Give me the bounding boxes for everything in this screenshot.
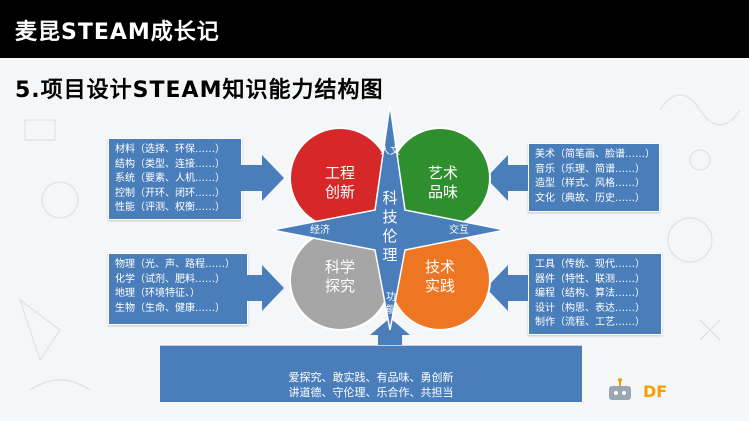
left-bottom-arrow (246, 265, 284, 311)
robot-icon (609, 378, 631, 400)
bottom-values-line-1: 爱探究、敢实践、有品味、勇创新 (288, 371, 454, 384)
star-left-label: 经济 (310, 223, 330, 236)
star-center-char-4: 理 (382, 246, 397, 264)
left-bottom-box-line-4: 生物（生命、健康……） (115, 302, 225, 314)
star-center-char-3: 伦 (382, 227, 397, 245)
left-top-box-line-2: 结构（类型、连接……） (115, 158, 225, 170)
star-right-label: 交互 (449, 223, 469, 236)
right-top-box-line-1: 美术（简笔画、脸谱……） (535, 149, 655, 160)
header-bar: 麦昆STEAM成长记 (0, 0, 749, 58)
science-label-2: 探究 (325, 277, 355, 295)
right-bottom-box-line-1: 工具（传统、现代……） (535, 259, 645, 270)
right-top-box-line-3: 造型（样式、风格……） (535, 178, 645, 189)
right-top-box: 美术（简笔画、脸谱……） 音乐（乐理、简谱……） 造型（样式、风格……） 文化（典故、… (528, 143, 660, 212)
left-top-box-line-3: 系统（要素、人机……） (115, 173, 225, 184)
right-bottom-box-line-3: 编程（结构、算法……） (535, 288, 645, 299)
right-bottom-box-line-4: 设计（构思、表达……） (535, 302, 645, 314)
star-bottom-label-1: 功 (386, 291, 396, 303)
technology-label-1: 技术 (425, 258, 455, 276)
star-center-char-2: 技 (382, 208, 397, 226)
left-top-box-line-1: 材料（选择、环保……） (115, 144, 225, 155)
left-top-box-line-5: 性能（评测、权衡……） (115, 202, 225, 213)
right-top-arrow (486, 155, 528, 201)
left-top-box-line-4: 控制（开环、闭环……） (115, 187, 225, 199)
right-top-box-line-2: 音乐（乐理、简谱……） (535, 163, 645, 175)
left-bottom-box-line-3: 地理（环境特征、） (115, 288, 200, 299)
star-top-label: 人文 (380, 144, 400, 157)
left-bottom-box-line-1: 物理（光、声、路程……） (115, 259, 235, 270)
art-label-2: 品味 (428, 183, 458, 201)
star-center-char-1: 科 (382, 189, 397, 207)
ethics-star (271, 104, 506, 331)
df-logo: DF (643, 382, 668, 401)
slide-title: 5.项目设计STEAM知识能力结构图 (15, 78, 384, 103)
engineering-label-2: 创新 (325, 183, 355, 201)
right-bottom-box: 工具（传统、现代……） 器件（特性、联测……） 编程（结构、算法……） 设计（构思、表… (528, 253, 662, 335)
bottom-values-box: 爱探究、敢实践、有品味、勇创新讲道德、守伦理、乐合作、共担当 (160, 345, 582, 402)
right-top-box-line-4: 文化（典故、历史……） (535, 192, 645, 204)
bottom-values-text: 爱探究、敢实践、有品味、勇创新讲道德、守伦理、乐合作、共担当 (160, 370, 582, 400)
left-top-arrow (240, 155, 284, 201)
header-title: 麦昆STEAM成长记 (15, 20, 220, 45)
science-label-1: 科学 (325, 258, 355, 276)
technology-label-2: 实践 (425, 277, 455, 295)
star-bottom-label-2: 能 (386, 303, 396, 316)
bottom-arrow (370, 318, 410, 345)
left-bottom-box-line-2: 化学（试剂、肥料……） (115, 273, 225, 285)
right-bottom-box-line-2: 器件（特性、联测……） (535, 273, 645, 285)
bottom-values-line-2: 讲道德、守伦理、乐合作、共担当 (288, 386, 454, 399)
right-bottom-arrow (486, 265, 528, 311)
art-label-1: 艺术 (428, 164, 458, 182)
engineering-label-1: 工程 (325, 164, 355, 182)
right-bottom-box-line-5: 制作（流程、工艺……） (535, 317, 645, 328)
